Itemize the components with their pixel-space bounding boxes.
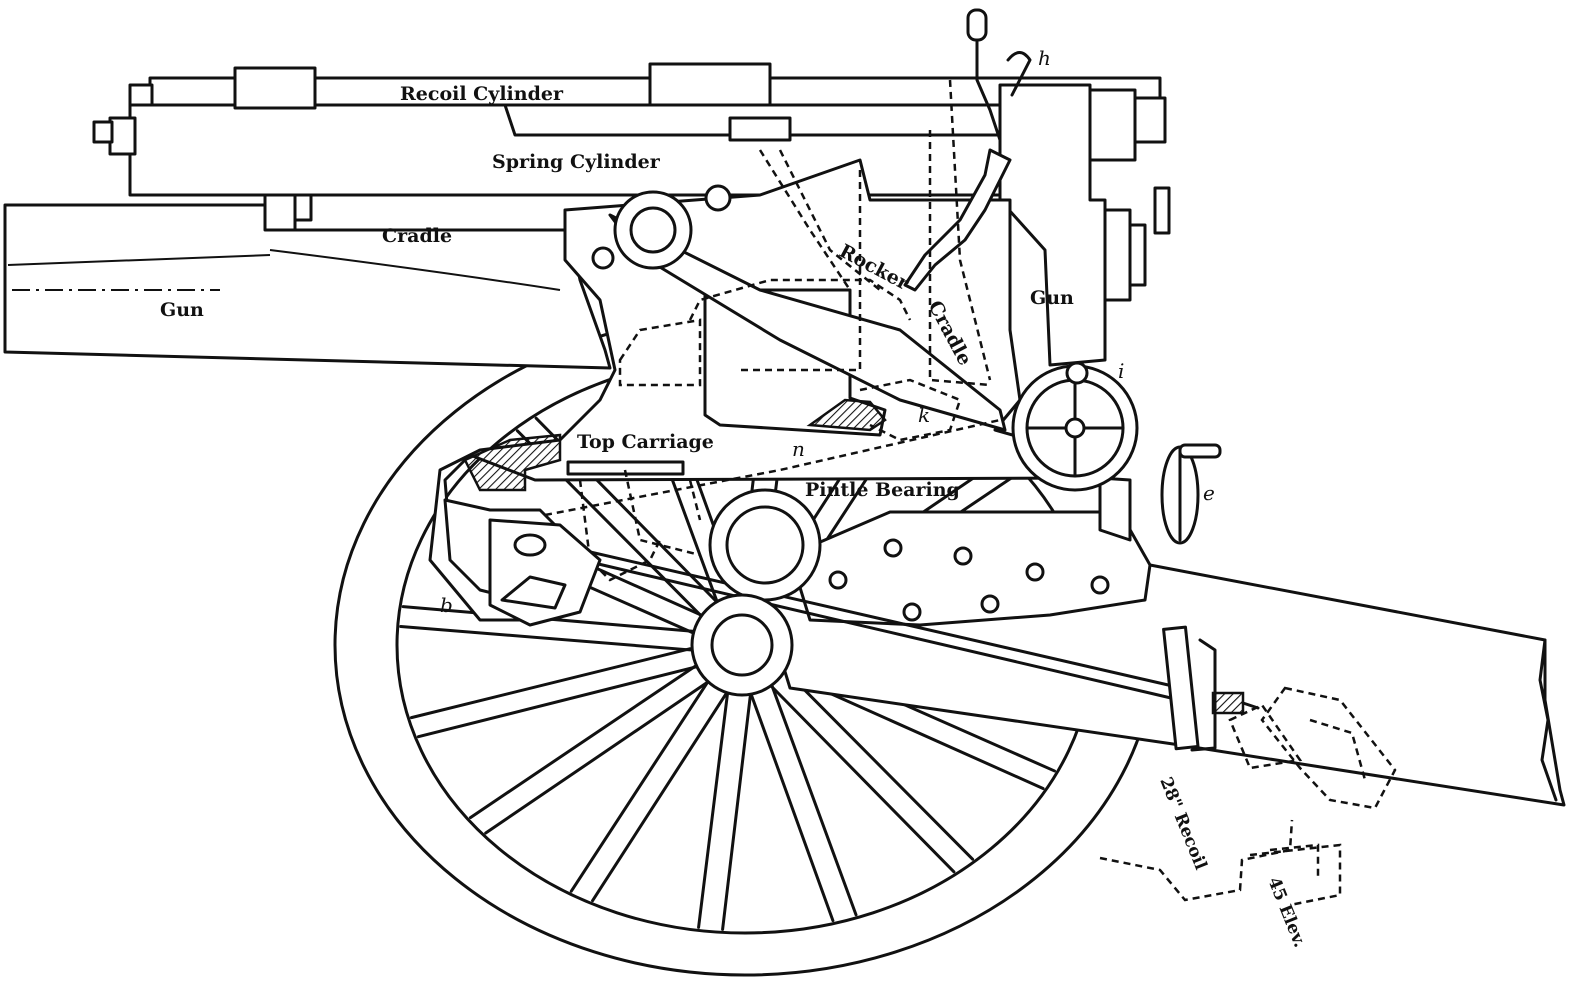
label-elevation-note: 45 Elev. [1263, 874, 1309, 950]
trail-rivet [1090, 575, 1110, 595]
hatched-stop [806, 398, 887, 432]
wheel-spoke [721, 688, 753, 931]
wheel-spoke [484, 678, 713, 835]
trail-rivet [953, 546, 973, 566]
label-gun-left: Gun [160, 299, 204, 321]
label-recoil-note: 28" Recoil [1155, 774, 1210, 873]
label-spring-cylinder: Spring Cylinder [492, 151, 661, 173]
wheel-spoke [769, 682, 858, 917]
pintle-bearing-inner [725, 505, 805, 585]
trunnion-inner [629, 206, 677, 254]
wheel-spoke [468, 664, 698, 820]
label-gun-right: Gun [1030, 287, 1074, 309]
cradle-assembly [3, 62, 1171, 370]
label-cradle-left: Cradle [382, 225, 452, 247]
recoil-dashed-outline [1099, 686, 1397, 907]
elevating-spring [1211, 691, 1245, 715]
wheel-spoke [768, 683, 956, 874]
label-top-carriage: Top Carriage [577, 431, 714, 453]
letter-n: n [792, 437, 805, 461]
trail-spade [1162, 625, 1200, 751]
wheel-spoke [697, 686, 730, 929]
wheel-spoke [399, 624, 692, 652]
traversing-handwheel [1160, 443, 1222, 545]
letter-h: h [1038, 46, 1051, 70]
rocker-arm [608, 213, 1007, 432]
label-recoil-cylinder: Recoil Cylinder [400, 83, 564, 105]
wheel-spoke [569, 677, 711, 893]
wheel-spoke [409, 647, 692, 720]
wheel-spoke [416, 665, 699, 739]
gun-barrel [3, 203, 612, 370]
trail-plate [788, 510, 1152, 627]
top-carriage [428, 8, 1102, 622]
elevating-sector [488, 518, 602, 627]
trail-rivet [883, 538, 903, 558]
wheel-spoke [748, 688, 835, 923]
axle-hub-inner [710, 613, 774, 677]
letter-b: b [440, 593, 453, 617]
pintle-assembly [443, 476, 1132, 627]
trail-rivet [902, 602, 922, 622]
hatched-clip [463, 433, 562, 492]
trail-rivet [828, 570, 848, 590]
label-pintle-bearing: Pintle Bearing [805, 479, 960, 501]
axle [690, 593, 794, 697]
trail-rivet [1025, 562, 1045, 582]
wheel-spoke [591, 686, 732, 903]
elevating-handwheel [1011, 361, 1139, 492]
letter-e: e [1203, 481, 1215, 505]
wheel-spoke [786, 671, 975, 861]
trail [558, 510, 1566, 807]
trail-rivet [980, 594, 1000, 614]
letter-k: k [918, 403, 930, 427]
letter-i: i [1118, 359, 1124, 383]
trail-rivets [828, 538, 1110, 622]
